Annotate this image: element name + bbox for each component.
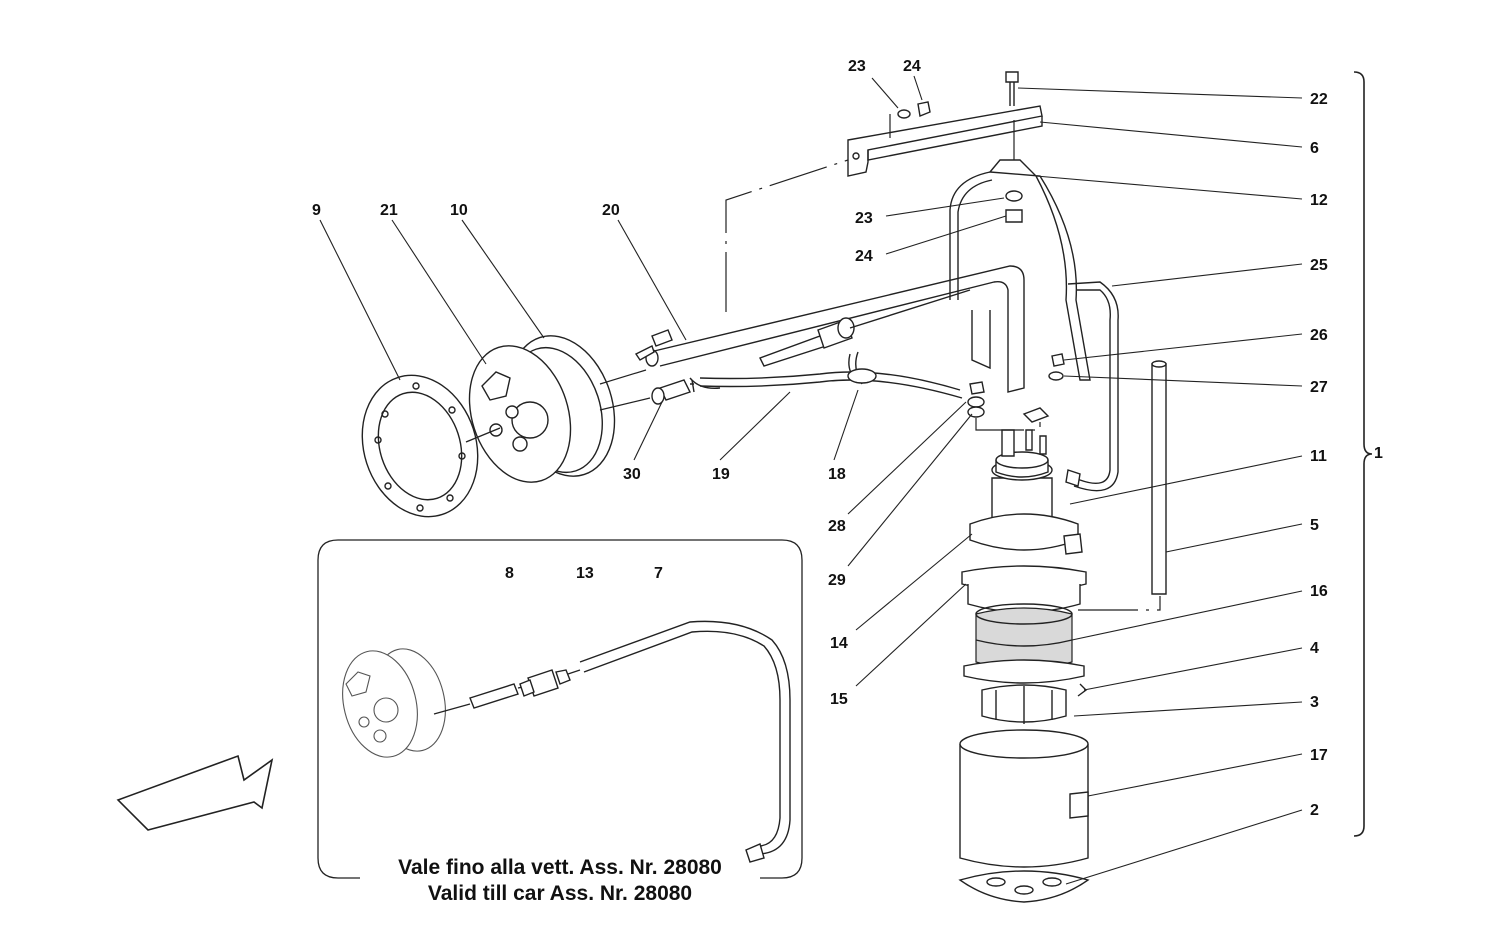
- callout-labels: 1 2 3 4 5 6 7 8 9 10 11 12 13 14 15 16 1…: [312, 58, 1383, 819]
- callout-29: 29: [828, 572, 846, 589]
- callout-28: 28: [828, 518, 846, 535]
- callout-16: 16: [1310, 583, 1328, 600]
- callout-22: 22: [1310, 91, 1328, 108]
- callout-3: 3: [1310, 694, 1319, 711]
- clamp-part: [969, 513, 1083, 555]
- direction-arrow-icon: [116, 754, 274, 831]
- pipe-part: [1151, 360, 1167, 595]
- callout-13: 13: [576, 565, 594, 582]
- callout-6: 6: [1310, 140, 1319, 157]
- leader-lines: [319, 75, 1303, 885]
- callout-14: 14: [830, 635, 848, 652]
- bracket-part: [847, 71, 1043, 177]
- inset-caption-italian: Vale fino alla vett. Ass. Nr. 28080: [398, 856, 722, 879]
- callout-8: 8: [505, 565, 514, 582]
- callout-4: 4: [1310, 640, 1319, 657]
- callout-9: 9: [312, 202, 321, 219]
- filter-part: [975, 603, 1073, 670]
- canister-part: [959, 729, 1089, 868]
- callout-10: 10: [450, 202, 468, 219]
- fitting-part: [651, 379, 695, 405]
- callout-15: 15: [830, 691, 848, 708]
- callout-11: 11: [1310, 448, 1327, 465]
- pump-flange-part: [465, 335, 616, 483]
- flexible-hose-part: [689, 289, 971, 399]
- callout-2: 2: [1310, 802, 1319, 819]
- callout-7: 7: [654, 565, 663, 582]
- fuel-line-part: [634, 265, 1025, 393]
- fuel-tube-part: [949, 159, 1119, 492]
- inset-caption-english: Valid till car Ass. Nr. 28080: [428, 882, 692, 905]
- callout-27: 27: [1310, 379, 1328, 396]
- callout-12: 12: [1310, 192, 1328, 209]
- callout-21: 21: [380, 202, 398, 219]
- callout-17: 17: [1310, 747, 1328, 764]
- callout-25: 25: [1310, 257, 1328, 274]
- inset-panel: [317, 539, 803, 879]
- flange-ring-part: [361, 374, 479, 518]
- collar-part: [961, 565, 1087, 613]
- group-brace: [1353, 71, 1373, 837]
- callout-18: 18: [828, 466, 846, 483]
- washers-part: [967, 353, 1065, 423]
- base-plate-part: [958, 870, 1090, 903]
- callout-20: 20: [602, 202, 620, 219]
- callout-30: 30: [623, 466, 641, 483]
- callout-23: 23: [855, 210, 873, 227]
- cage-part: [963, 659, 1088, 724]
- callout-26: 26: [1310, 327, 1328, 344]
- callout-24: 24: [855, 248, 873, 265]
- callout-23-top: 23: [848, 58, 866, 75]
- callout-1: 1: [1374, 445, 1383, 462]
- callout-24-top: 24: [903, 58, 921, 75]
- assembly-axes: [599, 114, 1161, 611]
- callout-19: 19: [712, 466, 730, 483]
- callout-5: 5: [1310, 517, 1319, 534]
